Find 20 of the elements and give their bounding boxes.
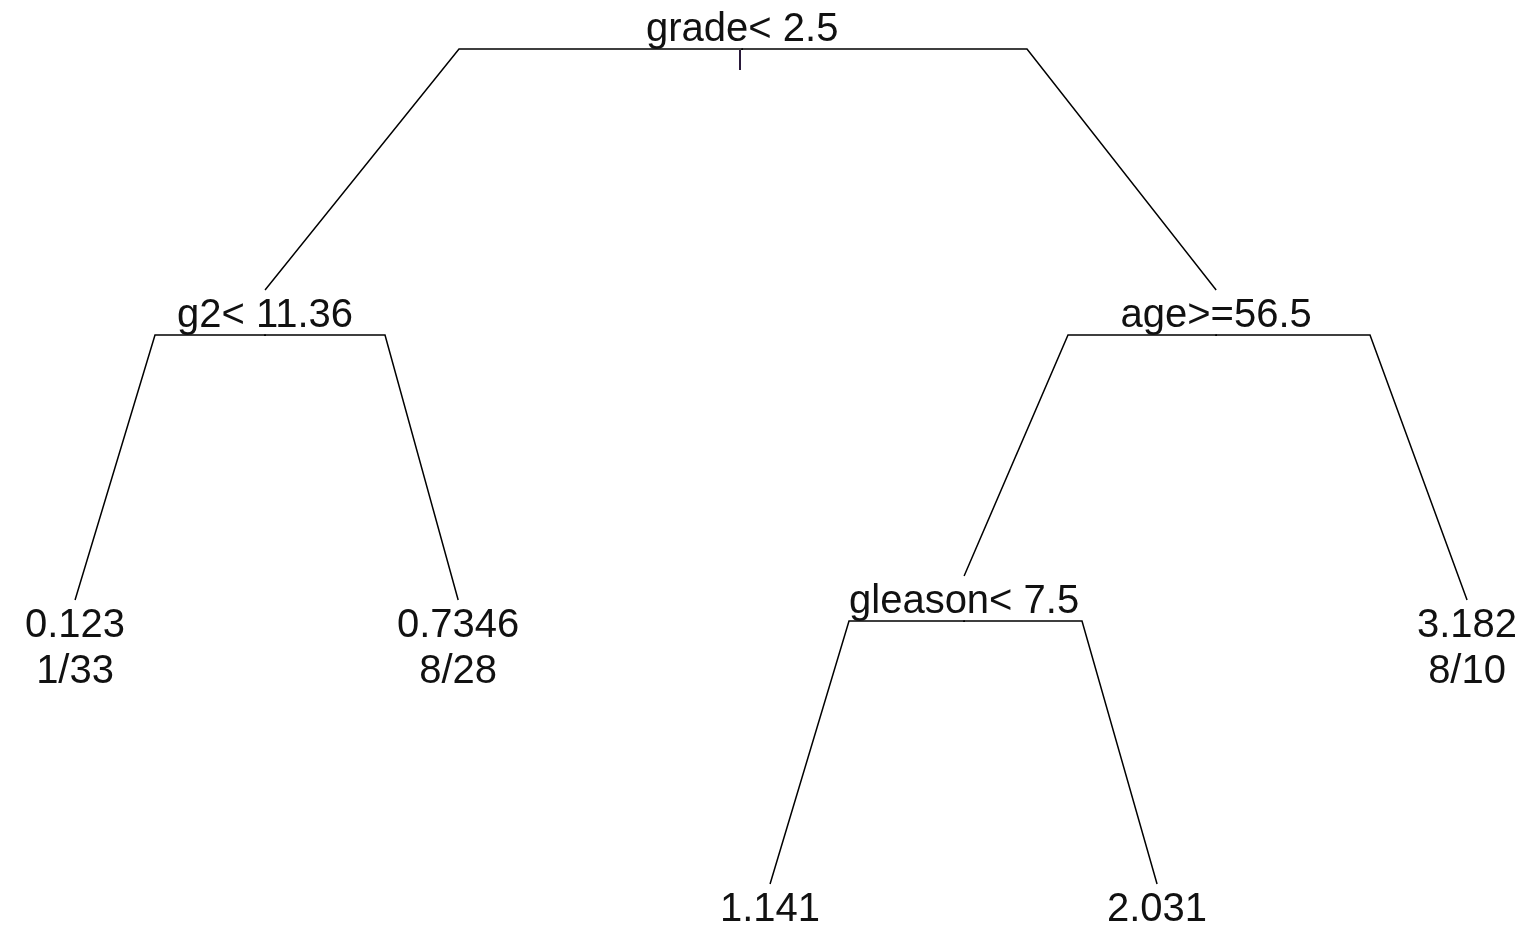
tree-branch-line	[963, 334, 1217, 577]
tree-branch-line	[264, 48, 743, 291]
leaf-value-label: 3.182	[1417, 600, 1518, 646]
leaf-value-label: 0.7346	[397, 600, 520, 646]
leaf-count-label: 8/28	[418, 646, 499, 692]
tree-branch-line	[769, 620, 965, 885]
tree-branch-line	[1215, 334, 1468, 601]
leaf-value-label: 0.123	[25, 600, 126, 646]
leaf-value-label: 1.141	[720, 884, 821, 930]
tree-branch-line	[741, 48, 1217, 291]
tree-branch-line	[963, 620, 1158, 885]
leaf-count-label: 8/10	[1427, 646, 1507, 692]
leaf-count-label: 1/33	[35, 646, 115, 692]
split-condition-label: gleason< 7.5	[849, 576, 1080, 622]
split-condition-label: grade< 2.5	[646, 4, 839, 50]
split-condition-label: g2< 11.36	[177, 290, 354, 336]
tree-branch-line	[74, 334, 266, 601]
split-condition-label: age>=56.5	[1120, 290, 1312, 336]
tree-branch-line	[264, 334, 459, 601]
leaf-value-label: 2.031	[1107, 884, 1208, 930]
